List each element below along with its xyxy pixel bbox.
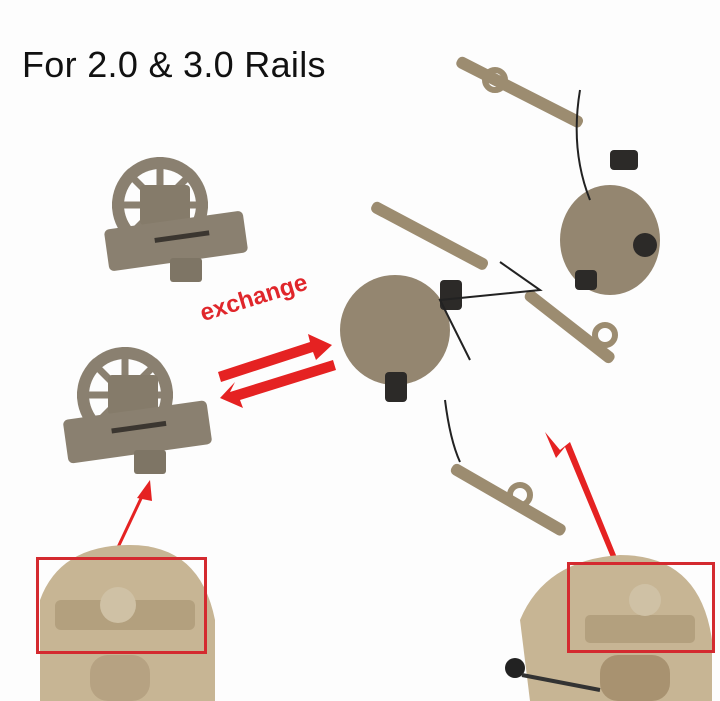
page-title: For 2.0 & 3.0 Rails xyxy=(22,44,326,85)
highlight-box-right xyxy=(567,562,715,653)
rail-adapter-top xyxy=(104,157,248,282)
rail-adapter-bottom xyxy=(63,347,212,474)
headset-mount xyxy=(340,56,660,536)
highlight-box-left xyxy=(36,557,207,654)
helmet-left xyxy=(40,545,215,701)
exchange-arrows-icon xyxy=(218,334,336,408)
cables xyxy=(438,89,591,463)
pointer-arrow-right-icon xyxy=(545,432,620,567)
